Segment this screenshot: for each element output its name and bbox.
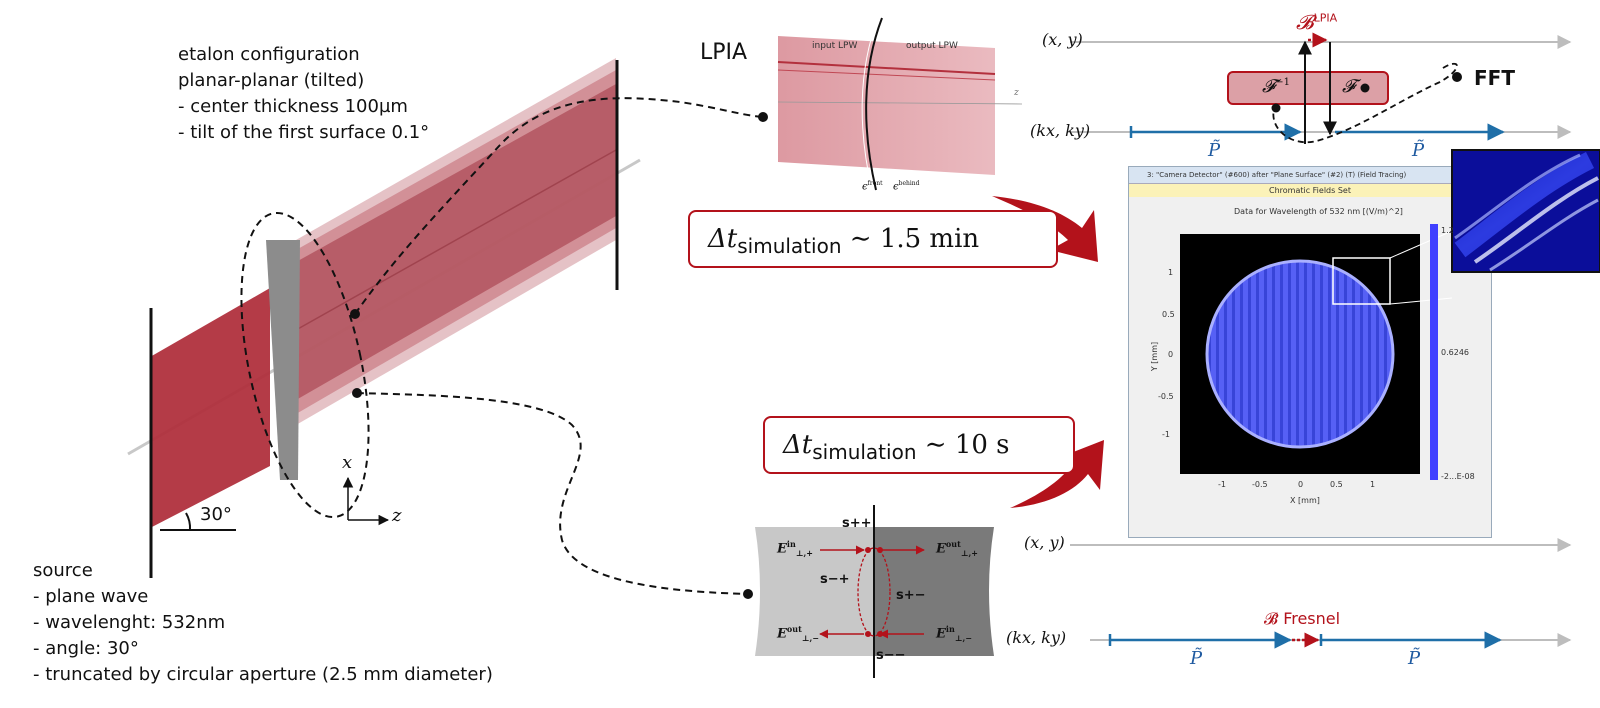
etalon-line-4: - tilt of the first surface 0.1° xyxy=(178,122,430,143)
etalon-config-text: etalon configuration planar-planar (tilt… xyxy=(178,42,429,146)
lpia-eps-front: ϵfront xyxy=(862,180,883,193)
colorbar-bottom: -2...E-08 xyxy=(1441,472,1475,481)
x-axis-label: x xyxy=(342,452,353,473)
e-out-minus-label: Eout⊥,− xyxy=(777,624,819,643)
fourier-box xyxy=(1227,71,1389,105)
lpia-z-label: z xyxy=(1014,88,1019,98)
source-line-5: - truncated by circular aperture (2.5 mm… xyxy=(33,664,493,685)
lpia-operator-label: 𝓑LPIA xyxy=(1296,10,1338,34)
connector-bottom-end xyxy=(743,589,753,599)
angle-label: 30° xyxy=(200,504,232,525)
source-line-3: - wavelenght: 532nm xyxy=(33,612,226,633)
plot-ylabel: Y [mm] xyxy=(1150,341,1160,372)
plot-title: Data for Wavelength of 532 nm [(V/m)^2] xyxy=(1234,207,1403,216)
connector-top-start xyxy=(350,309,360,319)
source-line-4: - angle: 30° xyxy=(33,638,139,659)
zoom-inset xyxy=(1451,149,1600,273)
s-mp-label: s−+ xyxy=(820,572,850,587)
xtick-1: -0.5 xyxy=(1252,480,1268,489)
etalon-plate xyxy=(266,240,300,480)
bottom-k-label: (kx, ky) xyxy=(1006,628,1067,647)
lpia-title: LPIA xyxy=(700,40,748,65)
incident-beam xyxy=(150,288,270,528)
bottom-xy-label: (x, y) xyxy=(1024,533,1065,552)
ytick-1: 0.5 xyxy=(1162,310,1175,319)
lpia-input-label: input LPW xyxy=(812,41,858,51)
xtick-3: 0.5 xyxy=(1330,480,1343,489)
angle-arc xyxy=(185,512,192,531)
source-line-1: source xyxy=(33,560,93,581)
curved-arrow-bottom xyxy=(1010,440,1104,508)
colorbar-mid: 0.6246 xyxy=(1441,348,1469,357)
plot-xlabel: X [mm] xyxy=(1290,496,1320,505)
time-top-value: ∼ 1.5 min xyxy=(841,224,980,254)
xtick-0: -1 xyxy=(1218,480,1226,489)
field-plot xyxy=(1180,224,1453,480)
time-bottom-sub: simulation xyxy=(812,440,917,464)
xtick-4: 1 xyxy=(1370,480,1376,489)
ytick-3: -0.5 xyxy=(1158,392,1174,401)
connector-top-end xyxy=(758,112,768,122)
ytick-0: 1 xyxy=(1168,268,1174,277)
time-box-top: Δtsimulation ∼ 1.5 min xyxy=(688,210,1058,268)
s-mm-label: s−− xyxy=(876,648,906,663)
etalon-line-2: planar-planar (tilted) xyxy=(178,70,365,91)
time-bottom-delta: Δt xyxy=(783,430,813,460)
bottom-propagator-2-label: P̃ xyxy=(1408,648,1421,669)
colorbar-top: 1.2 xyxy=(1441,226,1454,235)
smatrix-inset xyxy=(755,505,994,678)
connector-top xyxy=(354,97,764,315)
curved-arrow-top xyxy=(992,196,1098,262)
fft-connector xyxy=(1272,62,1458,144)
top-propagator-1-label: P̃ xyxy=(1208,140,1221,161)
ytick-4: -1 xyxy=(1162,430,1170,439)
top-propagator-2-label: P̃ xyxy=(1412,140,1425,161)
inverse-fourier-label: 𝓕−1 xyxy=(1262,76,1291,97)
lpia-inset xyxy=(777,17,1023,191)
time-box-bottom: Δtsimulation ∼ 10 s xyxy=(763,416,1075,474)
transmitted-beam-inner xyxy=(296,84,616,400)
beam-center-line xyxy=(295,149,617,331)
fresnel-operator-label: 𝓑̃ Fresnel xyxy=(1264,609,1341,628)
time-top-delta: Δt xyxy=(708,224,738,254)
fourier-label: 𝓕 xyxy=(1342,76,1356,97)
s-pm-label: s+− xyxy=(896,588,926,603)
e-in-plus-label: Ein⊥,+ xyxy=(777,539,813,558)
top-xy-label: (x, y) xyxy=(1042,30,1083,49)
z-axis-label: z xyxy=(392,505,402,526)
e-in-minus-label: Ein⊥,− xyxy=(936,624,972,643)
lpia-output-label: output LPW xyxy=(906,41,958,51)
source-config-text: source - plane wave - wavelenght: 532nm … xyxy=(33,558,493,688)
time-top-sub: simulation xyxy=(737,234,842,258)
lpia-eps-behind: ϵbehind xyxy=(893,180,920,193)
connector-bottom-start xyxy=(352,388,362,398)
fft-label: FFT xyxy=(1474,66,1515,90)
connector-bottom xyxy=(356,392,749,595)
xtick-2: 0 xyxy=(1298,480,1304,489)
time-bottom-value: ∼ 10 s xyxy=(916,430,1010,460)
top-k-label: (kx, ky) xyxy=(1030,121,1091,140)
source-line-2: - plane wave xyxy=(33,586,149,607)
etalon-line-3: - center thickness 100µm xyxy=(178,96,408,117)
bottom-propagator-1-label: P̃ xyxy=(1190,648,1203,669)
ytick-2: 0 xyxy=(1168,350,1174,359)
etalon-line-1: etalon configuration xyxy=(178,44,360,65)
selection-ellipse xyxy=(240,211,370,519)
e-out-plus-label: Eout⊥,+ xyxy=(936,539,978,558)
s-pp-label: s++ xyxy=(842,516,872,531)
